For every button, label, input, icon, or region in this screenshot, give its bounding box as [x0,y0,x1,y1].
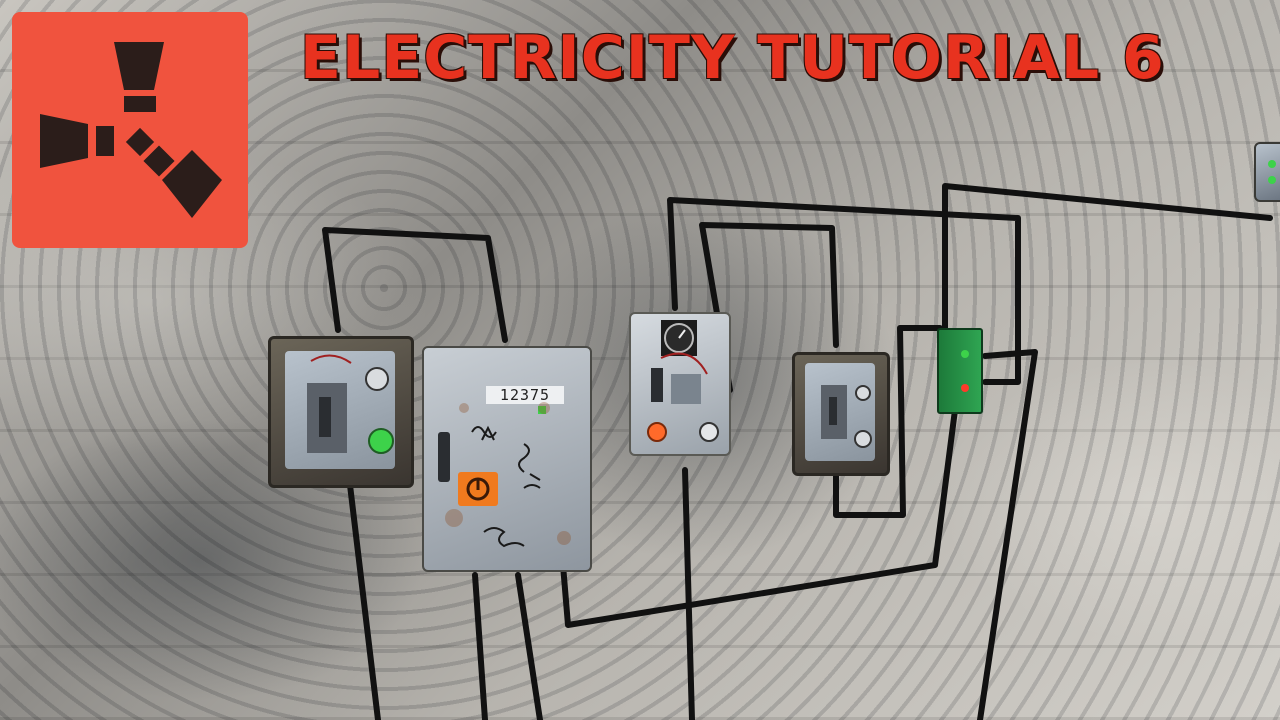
rust-logo [12,12,248,248]
switch-1[interactable] [268,336,414,488]
rust-logo-icon [40,42,222,218]
wire [833,325,943,518]
led-green-icon [368,428,394,454]
branch-display: 12375 [486,386,564,404]
offscreen-device[interactable] [1254,142,1280,202]
wire [942,183,1273,331]
and-switch[interactable] [937,328,983,414]
timer-icon [647,320,719,442]
branch-box-icon [466,477,490,501]
branch-warning-label [458,472,498,506]
logic-gate-icon [961,350,969,392]
led-orange-icon [647,422,667,442]
wire [322,227,508,343]
led-icon [1268,160,1276,184]
branch-green-indicator [538,406,546,414]
wire [347,482,381,720]
wire [515,572,543,720]
electrical-branch[interactable]: 12375 [422,346,592,572]
branch-lever[interactable] [438,432,450,482]
wire [472,572,488,720]
wire [977,349,1038,720]
switch-icon [307,354,394,454]
graffiti [445,402,571,548]
timer[interactable] [629,312,731,456]
switch-icon [821,385,872,448]
switch-2[interactable] [792,352,890,476]
wire [682,467,695,720]
wire [560,407,958,628]
video-title: ELECTRICITY TUTORIAL 6 [300,23,1165,93]
wire [699,222,839,393]
wire [667,197,1021,385]
